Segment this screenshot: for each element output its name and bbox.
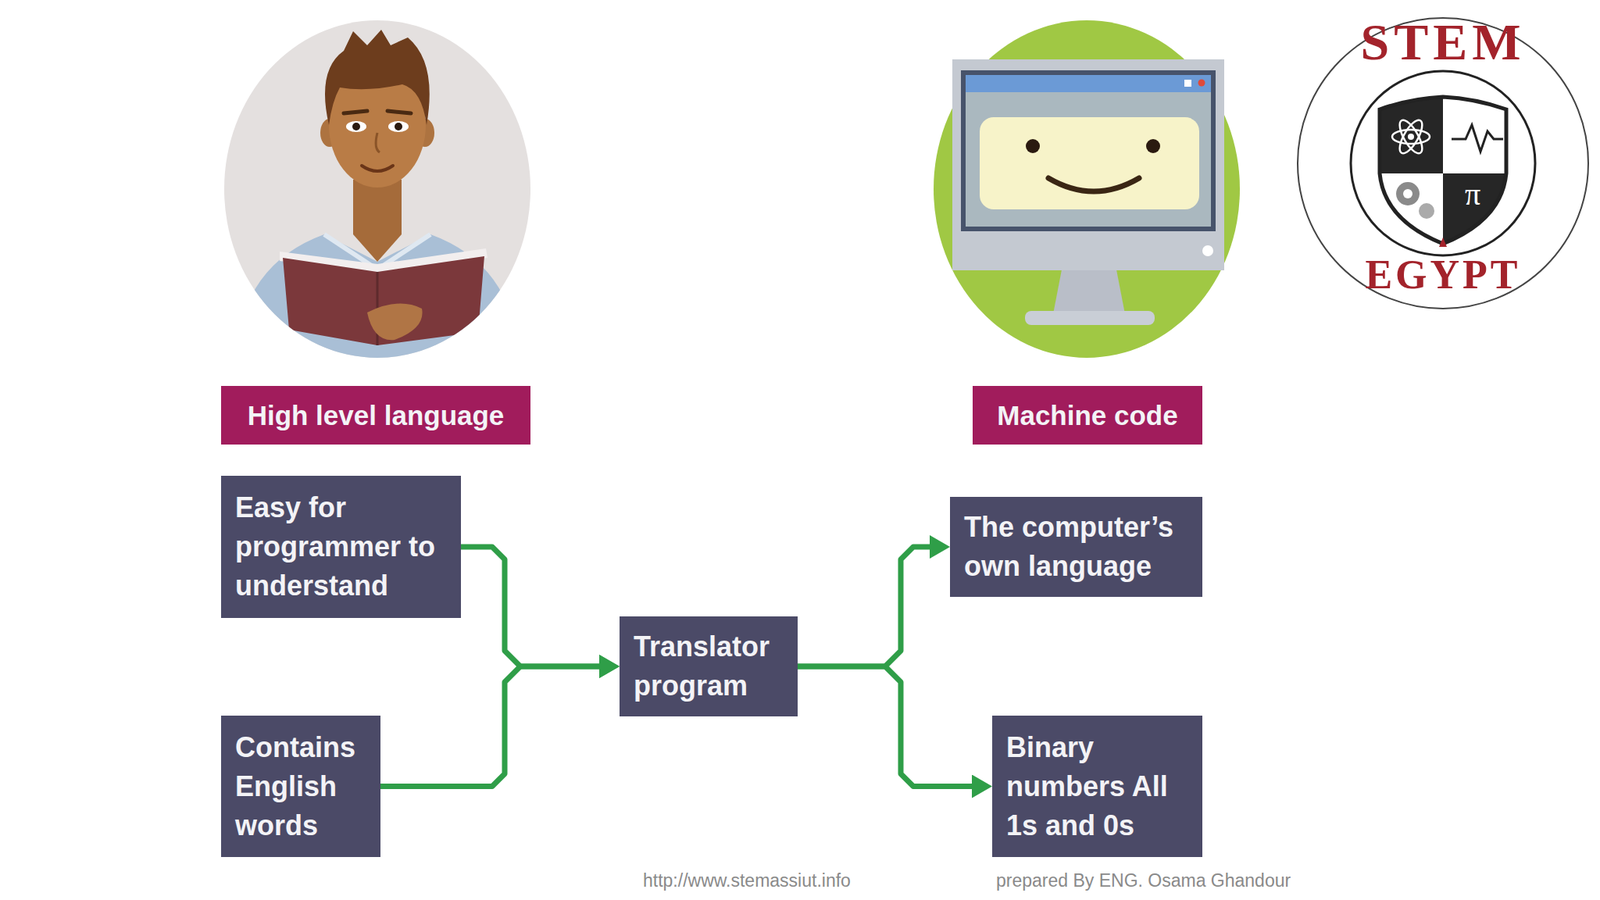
programmer-figure <box>234 29 521 368</box>
node-text: Binary numbers All 1s and 0s <box>1006 728 1189 846</box>
screen-bezel <box>960 70 1216 232</box>
flow-arrow <box>797 546 930 667</box>
atom-orbit <box>1392 129 1430 144</box>
eye <box>346 121 367 133</box>
shield-outline <box>1379 96 1507 244</box>
logo-symbol: π <box>1453 176 1493 213</box>
face-panel <box>979 117 1200 210</box>
nose <box>375 132 380 153</box>
hair <box>325 29 430 125</box>
node-text: Translator program <box>633 627 784 706</box>
node-text: Easy for programmer to understand <box>235 488 447 606</box>
logo-text: STEM <box>1328 12 1558 72</box>
node-text: Contains English words <box>235 728 367 846</box>
footer-url: http://www.stemassiut.info <box>642 870 909 891</box>
shield-quarters <box>1375 92 1514 252</box>
window-button <box>1198 79 1206 87</box>
language-tag: Machine code <box>972 385 1203 445</box>
language-tag: High level language <box>221 385 531 445</box>
process-box: Translator program <box>619 616 798 717</box>
flow-arrow <box>380 666 600 787</box>
power-light <box>1202 245 1214 257</box>
pupil <box>352 122 361 131</box>
pupil <box>394 122 403 131</box>
eyebrow <box>343 110 368 114</box>
portrait-background <box>933 20 1240 358</box>
eye <box>1146 139 1161 154</box>
neck <box>353 179 402 262</box>
process-box: The computer’s own language <box>950 496 1203 597</box>
window-button <box>1184 79 1192 87</box>
process-box: Easy for programmer to understand <box>221 475 461 618</box>
atom-orbit <box>1395 117 1427 158</box>
mouth <box>361 165 393 172</box>
hand <box>367 303 423 341</box>
pulse-line <box>1451 125 1504 152</box>
window-body <box>965 92 1211 227</box>
monitor-base <box>1025 310 1155 325</box>
computer-illustration <box>933 20 1240 358</box>
programmer-illustration <box>224 20 531 368</box>
atom-orbit <box>1395 117 1427 158</box>
gear-hole <box>1403 189 1413 199</box>
eyebrow <box>387 110 411 114</box>
book-cover <box>282 256 485 346</box>
flow-arrow <box>460 546 600 667</box>
shield-star <box>1439 237 1447 247</box>
gear <box>1418 203 1435 219</box>
shield-quarter <box>1375 92 1443 174</box>
logo-inner-ring <box>1350 71 1536 256</box>
node-text: The computer’s own language <box>964 507 1189 586</box>
window-title-bar <box>965 75 1211 93</box>
logo-text: EGYPT <box>1328 251 1558 299</box>
monitor-stand <box>1053 265 1125 315</box>
process-box: Contains English words <box>221 715 381 858</box>
atom-core <box>1407 133 1415 140</box>
eye <box>388 121 409 133</box>
eye <box>1025 139 1040 154</box>
flow-arrow <box>797 666 972 787</box>
node-text: Machine code <box>996 399 1178 433</box>
node-text: High level language <box>247 399 505 433</box>
smile <box>1048 178 1140 192</box>
footer-credit: prepared By ENG. Osama Ghandour <box>996 870 1325 891</box>
gear <box>1396 182 1420 206</box>
process-box: Binary numbers All 1s and 0s <box>992 715 1203 858</box>
monitor-body <box>952 59 1225 271</box>
